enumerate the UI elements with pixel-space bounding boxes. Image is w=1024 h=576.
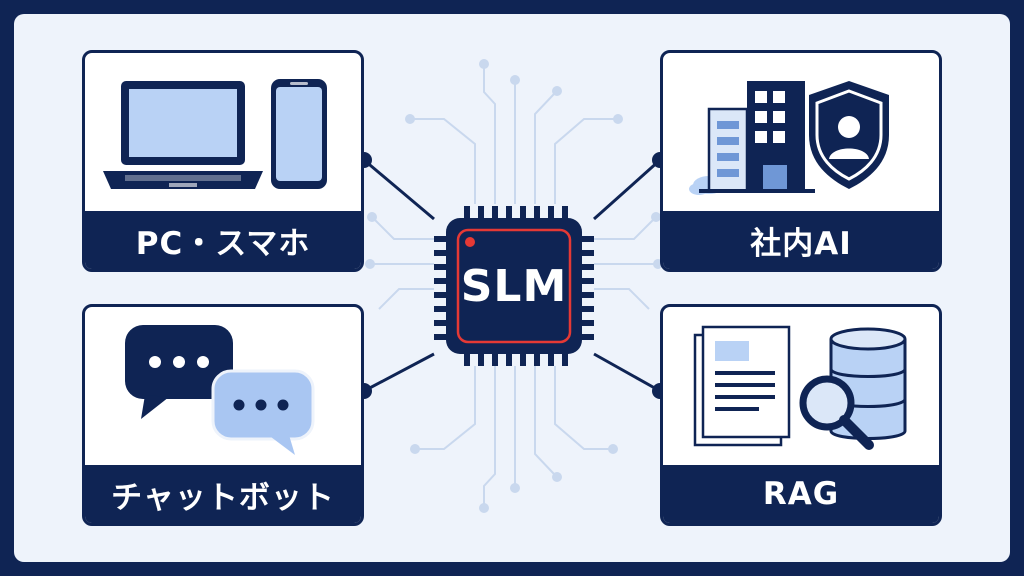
smartphone-icon [271, 79, 327, 189]
chat-bubble-icon [125, 325, 315, 455]
diagram-frame: SLM PC・スマホ [14, 14, 1010, 562]
card-chatbot: チャットボット [82, 304, 364, 526]
card-label: PC・スマホ [85, 211, 361, 269]
circuit-background [356, 59, 668, 513]
card-art [85, 307, 361, 467]
office-building-icon [699, 81, 815, 193]
user-shield-icon [809, 81, 889, 189]
chip-label: SLM [460, 260, 568, 312]
card-label: RAG [663, 465, 939, 523]
card-art [663, 307, 939, 467]
connector-lines [363, 158, 661, 393]
card-label: チャットボット [85, 465, 361, 523]
card-label: 社内AI [663, 211, 939, 269]
slm-chip: SLM [434, 206, 594, 366]
card-rag: RAG [660, 304, 942, 526]
card-art [663, 53, 939, 213]
chip-icon [434, 206, 594, 366]
card-internal-ai: 社内AI [660, 50, 942, 272]
card-pc-smartphone: PC・スマホ [82, 50, 364, 272]
laptop-icon [103, 81, 263, 189]
magnifier-icon [799, 375, 874, 450]
card-art [85, 53, 361, 213]
document-icon [693, 325, 791, 447]
circuit-traces [365, 59, 663, 513]
